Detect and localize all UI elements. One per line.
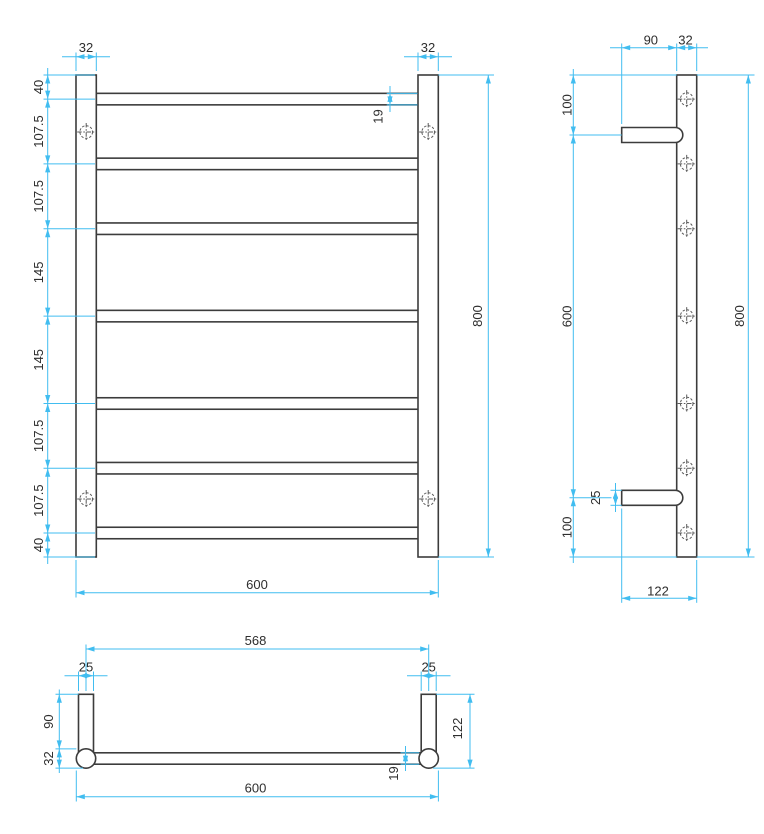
dim-label-bar-width-left: 32 [79, 40, 93, 55]
side-upright [675, 74, 698, 558]
dim-label-bottom-width: 600 [245, 781, 267, 796]
dim-label-bottom-depth: 122 [450, 718, 465, 740]
dim-label-side-depth: 122 [647, 584, 669, 599]
dim-bottom-bracket-centers: 568 [85, 633, 430, 691]
dim-label-chain-2: 107.5 [31, 180, 46, 213]
dim-label-side-chain-0: 100 [560, 94, 575, 116]
dim-label-front-width: 600 [246, 577, 268, 592]
dim-label-bracket-depth: 90 [644, 33, 658, 48]
dim-front-overall-width: 600 [75, 560, 439, 598]
dim-bottom-overall-width: 600 [75, 770, 439, 802]
dim-front-bar-width-right: 32 [404, 40, 452, 71]
rail-2 [95, 157, 420, 171]
rail-7 [95, 526, 420, 540]
dim-side-overall-depth: 122 [621, 508, 698, 603]
dim-label-bracket-width-left: 25 [79, 660, 93, 675]
dim-label-side-chain-1: 600 [560, 306, 575, 328]
dim-label-rail-thickness: 19 [371, 109, 386, 123]
dim-bottom-bracket-width-right: 25 [407, 660, 451, 691]
rail-5 [95, 396, 420, 411]
dim-label-side-chain-2: 100 [560, 517, 575, 539]
side-bracket-bottom [620, 489, 684, 507]
dim-label-bracket-centers: 568 [245, 633, 267, 648]
dim-label-bracket-width-right: 25 [421, 660, 435, 675]
front-right-upright [417, 74, 440, 558]
dim-front-rail-spacing-chain: 40 107.5 107.5 145 145 107.5 107.5 40 [31, 68, 95, 564]
dim-side-bracket-chain: 100 600 100 [560, 69, 677, 563]
dim-bottom-overall-depth: 122 [433, 693, 475, 769]
rail-6 [95, 461, 420, 475]
dim-label-bottom-rail-thickness: 19 [386, 766, 401, 780]
dim-label-side-bar-width: 32 [678, 33, 692, 48]
dim-label-chain-6: 107.5 [31, 484, 46, 517]
rail-4 [95, 309, 420, 323]
dim-front-bar-width-left: 32 [62, 40, 110, 71]
dim-label-bracket-length: 90 [41, 714, 56, 728]
dim-label-side-bracket-thickness: 25 [588, 491, 603, 505]
rail-1 [95, 92, 420, 106]
dim-bottom-bracket-width-left: 25 [64, 660, 108, 691]
bottom-tube-left [75, 747, 97, 769]
dim-label-tube-diameter: 32 [41, 751, 56, 765]
bottom-bracket-left [77, 693, 95, 756]
rail-3 [95, 222, 420, 236]
front-view: 32 32 [31, 40, 494, 598]
dim-bottom-length-chain: 90 32 [41, 689, 83, 773]
dim-side-bracket-depth-and-bar: 90 32 [610, 33, 708, 124]
dim-label-bar-width-right: 32 [421, 40, 435, 55]
dim-label-front-height: 800 [470, 305, 485, 327]
dim-label-chain-7: 40 [31, 538, 46, 552]
bottom-tube-right [418, 747, 440, 769]
dim-side-overall-height: 800 [696, 74, 755, 558]
dim-label-chain-5: 107.5 [31, 420, 46, 453]
dim-label-chain-3: 145 [31, 262, 46, 284]
dim-front-overall-height: 800 [438, 74, 494, 558]
dim-label-side-height: 800 [732, 305, 747, 327]
dim-label-chain-0: 40 [31, 80, 46, 94]
side-view: 90 32 100 600 100 25 [560, 33, 755, 603]
side-bracket-top [620, 126, 684, 144]
bottom-rail [85, 751, 430, 765]
front-rails [95, 92, 420, 540]
dim-label-chain-1: 107.5 [31, 115, 46, 148]
dim-front-rail-thickness: 19 [371, 86, 418, 124]
dim-side-bracket-thickness: 25 [588, 483, 622, 512]
dim-bottom-rail-thickness: 19 [386, 746, 420, 781]
bottom-bracket-right [420, 693, 438, 756]
dim-label-chain-4: 145 [31, 349, 46, 371]
bottom-view: 568 25 25 90 32 [41, 633, 475, 802]
